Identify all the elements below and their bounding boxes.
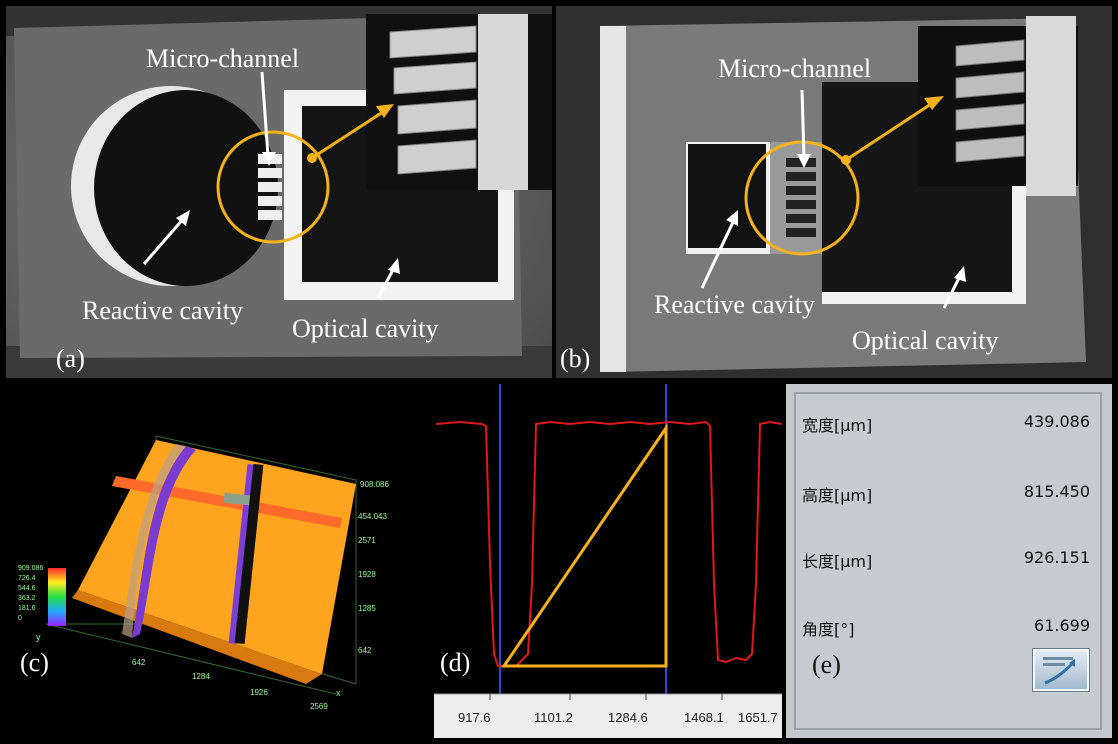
panel-c-tag: (c) — [20, 648, 49, 677]
axis-tick-bottom: 2569 — [310, 702, 328, 711]
panel-c: 909.086 726.4 544.6 363.2 181.6 0 908.08… — [6, 384, 416, 738]
scale-value: 726.4 — [18, 575, 36, 582]
scale-value: 0 — [18, 615, 22, 622]
row-height-label: 高度[μm] — [802, 486, 873, 505]
x-tick-label: 917.6 — [458, 710, 491, 725]
row-width-label: 宽度[μm] — [802, 416, 873, 435]
axis-tick-bottom: 642 — [132, 658, 146, 667]
x-tick-label: 1101.2 — [534, 710, 573, 725]
scale-value: 181.6 — [18, 605, 36, 612]
x-tick-label: 1284.6 — [608, 710, 648, 725]
axis-tick-right: 454.043 — [358, 512, 387, 521]
x-tick-label: 1651.7 — [738, 710, 778, 725]
micro-channel-label-b: Micro-channel — [718, 54, 872, 83]
micro-channel-pillars-b — [786, 158, 816, 237]
axis-label-x: x — [336, 688, 341, 698]
measurement-table: 宽度[μm] 439.086 高度[μm] 815.450 长度[μm] 926… — [794, 392, 1102, 730]
panel-b: Micro-channel Reactive cavity Optical ca… — [556, 6, 1112, 378]
axis-tick-right: 2571 — [358, 536, 376, 545]
channel-highlight-circle-b — [744, 140, 860, 256]
color-scale-bar — [48, 568, 66, 626]
panel-d-profile — [434, 384, 782, 738]
panel-c-3d-surface — [45, 435, 357, 695]
optical-cavity-label-a: Optical cavity — [292, 314, 439, 343]
micro-channel-label-a: Micro-channel — [146, 44, 300, 73]
row-length-label: 长度[μm] — [802, 552, 873, 571]
row-angle-label: 角度[°] — [802, 620, 855, 639]
axis-tick-right: 642 — [358, 646, 372, 655]
reactive-cavity-label-a: Reactive cavity — [82, 296, 243, 325]
axis-tick-bottom: 1284 — [192, 672, 210, 681]
row-height-value: 815.450 — [1023, 482, 1090, 501]
row-length-value: 926.151 — [1023, 548, 1090, 567]
axis-tick-bottom: 1926 — [250, 688, 268, 697]
panel-d: 917.6 1101.2 1284.6 1468.1 1651.7 (d) — [420, 384, 782, 738]
axis-tick-right: 1285 — [358, 604, 376, 613]
panel-e: 宽度[μm] 439.086 高度[μm] 815.450 长度[μm] 926… — [786, 384, 1112, 738]
panel-b-tag: (b) — [560, 344, 591, 373]
scale-value: 544.6 — [18, 585, 36, 592]
optical-cavity-label-b: Optical cavity — [852, 326, 999, 355]
row-width-value: 439.086 — [1023, 412, 1090, 431]
reactive-cavity-label-b: Reactive cavity — [654, 290, 815, 319]
axis-tick-right: 908.086 — [360, 480, 389, 489]
panel-e-tag: (e) — [812, 650, 841, 679]
scale-value: 363.2 — [18, 595, 36, 602]
row-angle-value: 61.699 — [1034, 616, 1090, 635]
panel-b-sem-image — [556, 6, 1112, 378]
colorbar-scale-values: 909.086 726.4 544.6 363.2 181.6 0 — [18, 564, 43, 624]
panel-d-tag: (d) — [440, 648, 471, 677]
panel-a-tag: (a) — [56, 344, 85, 373]
angle-triangle — [501, 423, 668, 668]
profile-line — [435, 420, 782, 667]
panel-a: Micro-channel Reactive cavity Optical ca… — [6, 6, 552, 378]
chart-icon[interactable] — [1032, 648, 1090, 692]
axis-tick-right: 1928 — [358, 570, 376, 579]
panel-a-sem-image — [6, 6, 552, 378]
axis-label-y: y — [36, 632, 41, 642]
x-tick-label: 1468.1 — [684, 710, 724, 725]
chart-icon-glyph — [1043, 657, 1075, 685]
channel-highlight-circle — [216, 130, 330, 244]
scale-value: 909.086 — [18, 565, 44, 572]
